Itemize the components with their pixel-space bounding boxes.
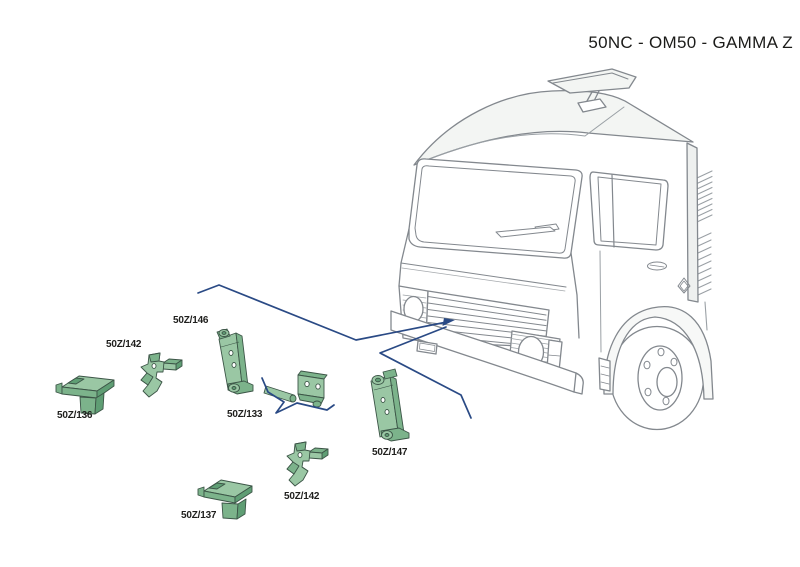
windshield-frame bbox=[408, 158, 583, 259]
brand-emblem bbox=[677, 277, 691, 294]
leader-arrowhead bbox=[442, 318, 455, 326]
door-handle bbox=[647, 261, 667, 271]
part-label-50z-142-lower: 50Z/142 bbox=[284, 491, 320, 502]
windshield-glass bbox=[414, 165, 576, 254]
truck-bed-slats bbox=[696, 170, 713, 371]
part-label-50z-133: 50Z/133 bbox=[227, 409, 263, 420]
part-drawing-50z-147 bbox=[370, 368, 410, 442]
leader-brace-50z-133 bbox=[261, 377, 335, 414]
roof-mirror bbox=[547, 68, 637, 113]
side-window-frame bbox=[589, 171, 669, 251]
part-label-50z-147: 50Z/147 bbox=[372, 447, 408, 458]
part-drawing-50z-136 bbox=[55, 375, 115, 415]
leader-line-left-group bbox=[197, 284, 448, 341]
leader-lines bbox=[197, 284, 472, 419]
part-label-50z-136: 50Z/136 bbox=[57, 410, 93, 421]
part-drawing-50z-146 bbox=[216, 328, 254, 395]
cab-rear-pillar bbox=[686, 142, 699, 303]
wiper-blade bbox=[495, 226, 556, 238]
part-drawing-50z-142 bbox=[140, 352, 183, 398]
part-label-50z-142-upper: 50Z/142 bbox=[106, 339, 142, 350]
cab-step bbox=[598, 357, 611, 392]
part-label-50z-146: 50Z/146 bbox=[173, 315, 209, 326]
highlighted-parts bbox=[55, 328, 410, 520]
part-drawing-50z-142-lower bbox=[286, 441, 329, 487]
cab-roof bbox=[413, 90, 694, 166]
leader-line-right-group bbox=[379, 326, 472, 419]
part-drawing-50z-133 bbox=[263, 370, 328, 408]
front-wheel bbox=[603, 306, 714, 431]
truck-front-illustration bbox=[390, 68, 714, 431]
page-title: 50NC - OM50 - GAMMA Z bbox=[588, 33, 793, 52]
part-label-50z-137: 50Z/137 bbox=[181, 510, 217, 521]
front-fender bbox=[603, 306, 714, 400]
part-drawing-50z-137 bbox=[197, 479, 253, 520]
